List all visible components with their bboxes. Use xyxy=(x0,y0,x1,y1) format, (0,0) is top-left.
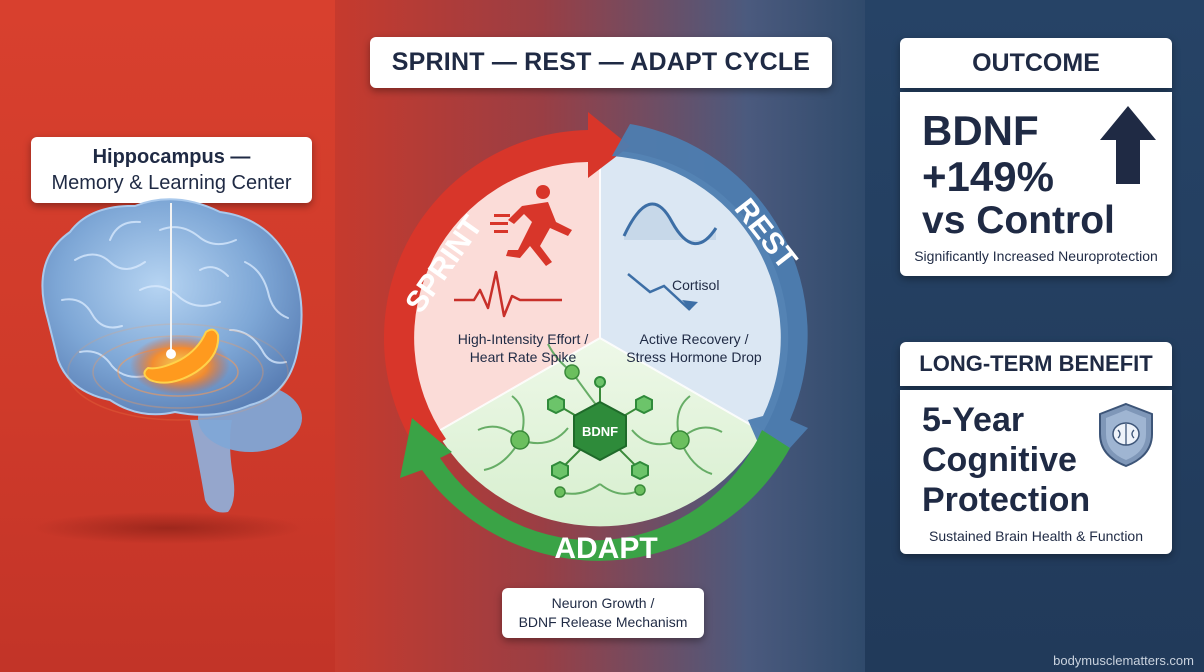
outcome-body-panel: BDNF +149% vs Control Significantly Incr… xyxy=(900,92,1172,276)
rest-arrow xyxy=(612,124,808,470)
shield-brain-icon xyxy=(1099,402,1153,468)
cortisol-trend-icon xyxy=(627,273,691,311)
long-term-header-panel: LONG-TERM BENEFIT xyxy=(900,342,1172,386)
up-arrow-icon xyxy=(1100,106,1156,184)
outcome-header: OUTCOME xyxy=(972,48,1100,77)
outcome-line-2: +149% xyxy=(922,153,1054,200)
bdnf-hexagon xyxy=(573,400,627,462)
outcome-line-1: BDNF xyxy=(922,107,1039,154)
hippocampus-subtitle: Memory & Learning Center xyxy=(51,172,292,194)
cycle-title-panel: SPRINT — REST — ADAPT CYCLE xyxy=(370,37,832,88)
outcome-line-3: vs Control xyxy=(922,199,1115,242)
long-term-header: LONG-TERM BENEFIT xyxy=(919,351,1153,376)
long-term-body-panel: 5-Year Cognitive Protection Sustained Br… xyxy=(900,390,1172,554)
outcome-note: Significantly Increased Neuroprotection xyxy=(914,248,1158,264)
bdnf-label: BDNF xyxy=(582,424,618,439)
adapt-arc-label: ADAPT xyxy=(554,532,657,565)
wave-icon xyxy=(622,202,718,246)
rest-description-line-1: Active Recovery / xyxy=(639,331,749,347)
rest-description: Active Recovery / Stress Hormone Drop xyxy=(610,330,778,366)
long-term-line-1: 5-Year xyxy=(922,401,1025,439)
long-term-note: Sustained Brain Health & Function xyxy=(928,528,1143,544)
adapt-caption-panel: Neuron Growth / BDNF Release Mechanism xyxy=(502,588,704,638)
outcome-header-panel: OUTCOME xyxy=(900,38,1172,88)
runner-icon xyxy=(490,185,572,266)
adapt-caption-line-2: BDNF Release Mechanism xyxy=(518,614,688,630)
rest-description-line-2: Stress Hormone Drop xyxy=(626,349,762,365)
adapt-caption-line-1: Neuron Growth / xyxy=(551,595,655,611)
cycle-title: SPRINT — REST — ADAPT CYCLE xyxy=(391,48,811,76)
footer-watermark: bodymusclematters.com xyxy=(1053,653,1194,668)
hippocampus-label-panel: Hippocampus — Memory & Learning Center xyxy=(31,137,312,203)
sprint-description: High-Intensity Effort / Heart Rate Spike xyxy=(438,330,608,366)
hippocampus-leader-dot xyxy=(166,349,176,359)
sprint-arrow xyxy=(383,112,630,455)
cortisol-label: Cortisol xyxy=(672,277,720,293)
hippocampus-title: Hippocampus — xyxy=(92,146,251,168)
sprint-description-line-1: High-Intensity Effort / xyxy=(457,331,589,347)
long-term-line-3: Protection xyxy=(922,481,1091,519)
adapt-arrow xyxy=(400,418,790,561)
brain-illustration xyxy=(33,198,303,544)
long-term-line-2: Cognitive xyxy=(922,441,1077,479)
heart-rate-icon xyxy=(454,270,562,318)
hippocampus-leader-line xyxy=(170,203,172,353)
sprint-description-line-2: Heart Rate Spike xyxy=(469,349,577,365)
